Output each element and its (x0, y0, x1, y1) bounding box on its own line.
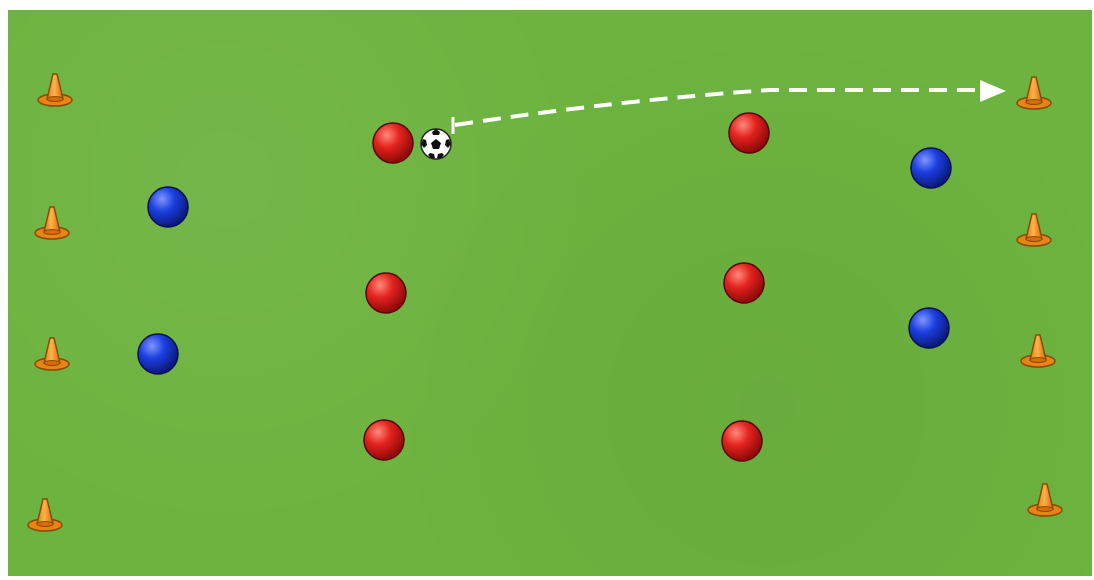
cone-icon (35, 338, 69, 370)
cone-icon (38, 74, 72, 106)
blue-player-icon (911, 148, 951, 188)
arrowhead-icon (980, 80, 1006, 102)
dashed-pass-arrow (453, 80, 1006, 134)
cone-icon (35, 207, 69, 239)
blue-player-icon (138, 334, 178, 374)
cone-icon (1017, 214, 1051, 246)
red-player-icon (729, 113, 769, 153)
red-player-icon (364, 420, 404, 460)
red-player-icon (724, 263, 764, 303)
cone-icon (1017, 77, 1051, 109)
red-player-icon (722, 421, 762, 461)
cone-icon (28, 499, 62, 531)
soccer-ball-icon (421, 129, 451, 159)
red-player-icon (366, 273, 406, 313)
red-player-icon (373, 123, 413, 163)
blue-player-icon (909, 308, 949, 348)
cone-icon (1028, 484, 1062, 516)
blue-player-icon (148, 187, 188, 227)
cone-icon (1021, 335, 1055, 367)
